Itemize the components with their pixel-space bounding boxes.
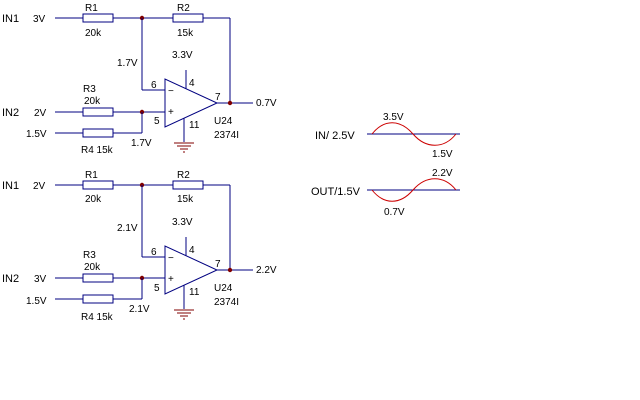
r4-label: R4 15k (81, 312, 114, 323)
output-junction-dot (227, 100, 233, 106)
supply-voltage: 3.3V (172, 50, 193, 61)
pin-gnd: 11 (189, 287, 200, 298)
plus-sign: + (168, 274, 174, 285)
pin-gnd: 11 (189, 120, 200, 131)
r2-resistor (172, 13, 204, 23)
plus-sign: + (168, 107, 174, 118)
circuit-1: IN1 3V R1 20k R2 15k 1.7V − + 3.3V 6 4 7… (2, 3, 277, 156)
part-ref: U24 (214, 283, 233, 294)
in1-voltage: 2V (33, 181, 46, 192)
r1-resistor (82, 180, 114, 190)
input-sine-wave (371, 122, 457, 146)
output-junction-dot (227, 267, 233, 273)
r2-name: R2 (177, 3, 190, 14)
r3-value: 20k (84, 262, 101, 273)
r2-value: 15k (177, 28, 194, 39)
r1-resistor (82, 13, 114, 23)
minus-node-voltage: 1.7V (117, 58, 138, 69)
pin-plus: 5 (154, 116, 160, 127)
pin-minus: 6 (151, 80, 157, 91)
in2-voltage: 3V (34, 274, 47, 285)
waveform-input: IN/ 2.5V 3.5V 1.5V (315, 112, 460, 160)
in1-label: IN1 (2, 13, 19, 25)
waveform-label: IN/ 2.5V (315, 130, 355, 142)
part-number: 2374I (214, 297, 239, 308)
supply-voltage: 3.3V (172, 217, 193, 228)
plus-node-voltage: 2.1V (129, 304, 150, 315)
in1-label: IN1 (2, 180, 19, 192)
r3-resistor (82, 107, 114, 117)
peak-label: 2.2V (432, 168, 453, 179)
pin-out: 7 (215, 259, 221, 270)
waveform-label: OUT/1.5V (311, 186, 361, 198)
r4-resistor (82, 294, 114, 304)
part-ref: U24 (214, 116, 233, 127)
waveform-output: OUT/1.5V 2.2V 0.7V (311, 168, 460, 218)
minus-node-voltage: 2.1V (117, 223, 138, 234)
peak-label: 3.5V (383, 112, 404, 123)
r1-name: R1 (85, 170, 98, 181)
pin-supply: 4 (189, 78, 195, 89)
opamp-symbol (164, 245, 219, 295)
opamp-symbol (164, 78, 219, 128)
minus-sign: − (168, 86, 174, 97)
in2-voltage: 2V (34, 108, 47, 119)
r2-name: R2 (177, 170, 190, 181)
plus-node-voltage: 1.7V (131, 138, 152, 149)
r2-resistor (172, 180, 204, 190)
part-number: 2374I (214, 130, 239, 141)
minus-sign: − (168, 253, 174, 264)
r4-resistor (82, 128, 114, 138)
ground-symbol (174, 309, 194, 320)
r1-value: 20k (85, 28, 102, 39)
r3-value: 20k (84, 96, 101, 107)
output-sine-wave (371, 178, 457, 202)
in2-label: IN2 (2, 107, 19, 119)
ref-voltage: 1.5V (26, 296, 47, 307)
ref-voltage: 1.5V (26, 129, 47, 140)
trough-label: 0.7V (384, 207, 405, 218)
circuit-2: IN1 2V R1 20k R2 15k 2.1V − + 3.3V 6 4 7… (2, 170, 277, 323)
r1-name: R1 (85, 3, 98, 14)
r3-resistor (82, 273, 114, 283)
pin-plus: 5 (154, 283, 160, 294)
ground-symbol (174, 142, 194, 153)
pin-supply: 4 (189, 245, 195, 256)
r4-label: R4 15k (81, 145, 114, 156)
in2-label: IN2 (2, 273, 19, 285)
output-voltage: 0.7V (256, 98, 277, 109)
r3-name: R3 (83, 250, 96, 261)
pin-minus: 6 (151, 247, 157, 258)
r2-value: 15k (177, 194, 194, 205)
output-voltage: 2.2V (256, 265, 277, 276)
r1-value: 20k (85, 194, 102, 205)
r3-name: R3 (83, 84, 96, 95)
in1-voltage: 3V (33, 14, 46, 25)
trough-label: 1.5V (432, 149, 453, 160)
pin-out: 7 (215, 92, 221, 103)
